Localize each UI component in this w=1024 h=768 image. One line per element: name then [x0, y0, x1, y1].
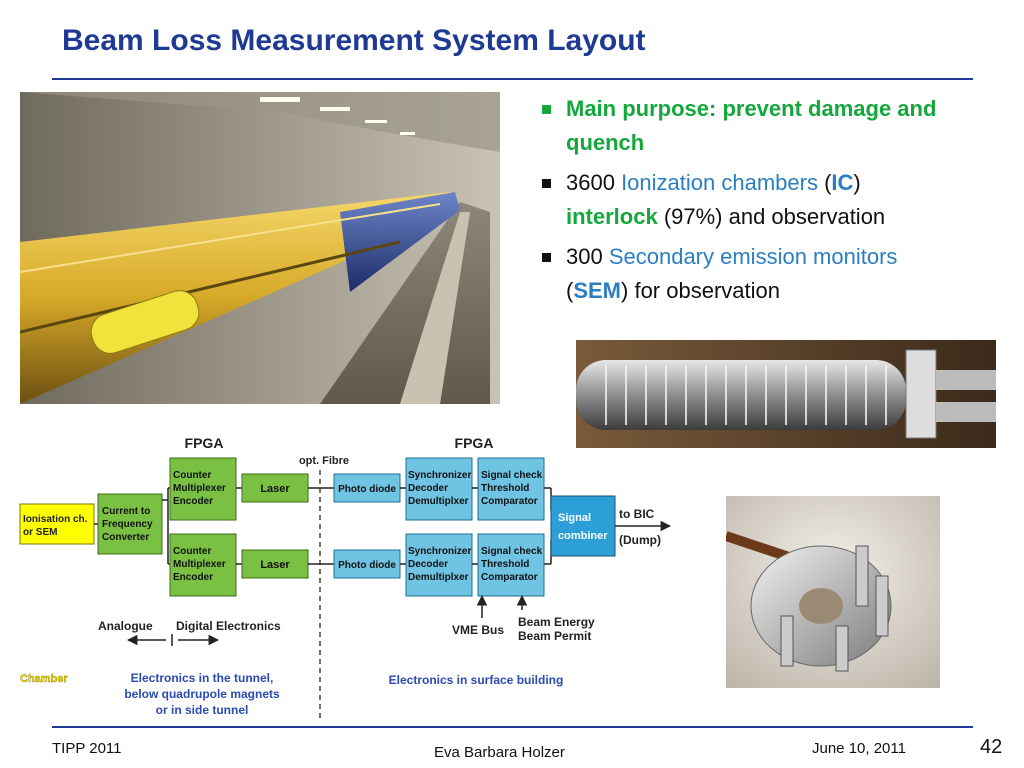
combiner-line2: combiner: [558, 530, 608, 542]
bullet-list: Main purpose: prevent damage and quench …: [540, 92, 1010, 314]
cme-top-line1: Counter: [173, 470, 211, 481]
dump-label: (Dump): [619, 533, 661, 547]
laser-top: Laser: [241, 473, 309, 503]
current-to-frequency-box: Current to Frequency Converter: [97, 493, 163, 555]
footer-date: June 10, 2011: [812, 740, 906, 757]
cfc-line3: Converter: [102, 532, 149, 543]
tunnel-label-line1: Electronics in the tunnel,: [131, 671, 274, 685]
bullet-text: Main purpose: prevent damage and quench: [566, 96, 937, 155]
ionization-chamber-photo: [576, 340, 996, 448]
analogue-label: Analogue: [98, 619, 153, 633]
signal-combiner-box: Signal combiner: [550, 495, 616, 557]
bullet-square-icon: [542, 105, 551, 114]
counter-multiplexer-encoder-top: Counter Multiplexer Encoder: [169, 457, 237, 521]
bullet-square-icon: [542, 179, 551, 188]
ionisation-box-line2: or SEM: [23, 527, 57, 538]
bullet-text-part: 3600: [566, 170, 622, 195]
footer-conference: TIPP 2011: [52, 740, 122, 757]
tunnel-label-line3: or in side tunnel: [156, 703, 249, 717]
laser-top-label: Laser: [260, 483, 290, 495]
laser-bottom: Laser: [241, 549, 309, 579]
page-number: 42: [980, 736, 1003, 758]
bullet-text-highlight: IC: [831, 170, 854, 195]
stc-bottom-line1: Signal check: [481, 546, 543, 557]
bullet-ionization-chambers: 3600 Ionization chambers (IC) interlock (…: [540, 166, 1010, 234]
opt-fibre-label: opt. Fibre: [299, 455, 349, 467]
blm-block-diagram: FPGA FPGA opt. Fibre Ionisation ch. or S…: [18, 428, 678, 729]
footer-author: Eva Barbara Holzer: [434, 744, 565, 761]
vme-bus-label: VME Bus: [452, 623, 504, 637]
chamber-label: Chamber: [20, 673, 68, 685]
beam-energy-label: Beam Energy: [518, 615, 595, 629]
bullet-text-part: (97%) and observation: [657, 204, 886, 229]
surface-label: Electronics in surface building: [389, 673, 564, 687]
stc-bottom-line2: Threshold: [481, 559, 529, 570]
counter-multiplexer-encoder-bottom: Counter Multiplexer Encoder: [169, 533, 237, 597]
fpga-left-label: FPGA: [185, 435, 224, 451]
tunnel-label-line2: below quadrupole magnets: [124, 687, 280, 701]
stc-top-line3: Comparator: [481, 496, 538, 507]
sdd-bottom-line1: Synchronizer: [408, 546, 471, 557]
footer-rule: [52, 726, 973, 728]
bullet-main-purpose: Main purpose: prevent damage and quench: [540, 92, 1010, 160]
secondary-emission-monitor-photo: [726, 496, 940, 688]
cme-top-line2: Multiplexer: [173, 483, 226, 494]
sdd-top-line3: Demultiplxer: [408, 496, 469, 507]
photo-diode-top: Photo diode: [333, 473, 401, 503]
cfc-line1: Current to: [102, 506, 150, 517]
cme-top-line3: Encoder: [173, 496, 213, 507]
bullet-text-part: (: [566, 278, 574, 303]
bullet-text-part: (: [817, 170, 832, 195]
cme-bottom-line3: Encoder: [173, 572, 213, 583]
slide-title: Beam Loss Measurement System Layout: [62, 24, 646, 57]
stc-top-line1: Signal check: [481, 470, 543, 481]
bullet-secondary-emission: 300 Secondary emission monitors (SEM) fo…: [540, 240, 1010, 308]
signal-check-top: Signal check Threshold Comparator: [477, 457, 545, 521]
bullet-text-highlight: SEM: [573, 278, 622, 303]
cme-bottom-line2: Multiplexer: [173, 559, 226, 570]
bullet-text-highlight: interlock: [566, 204, 658, 229]
bullet-text-part: ) for observation: [621, 278, 780, 303]
bullet-text-part: 300: [566, 244, 609, 269]
bullet-text-highlight: Secondary emission monitors: [608, 244, 898, 269]
bullet-text-highlight: Ionization chambers: [621, 170, 818, 195]
photo-diode-bottom-label: Photo diode: [338, 560, 396, 571]
sdd-bottom-line2: Decoder: [408, 559, 448, 570]
sdd-top-line2: Decoder: [408, 483, 448, 494]
title-underline: [52, 78, 973, 80]
fpga-right-label: FPGA: [455, 435, 494, 451]
ionisation-box-line1: Ionisation ch.: [23, 514, 88, 525]
stc-bottom-line3: Comparator: [481, 572, 538, 583]
stc-top-line2: Threshold: [481, 483, 529, 494]
sdd-bottom-line3: Demultiplxer: [408, 572, 469, 583]
laser-bottom-label: Laser: [260, 559, 290, 571]
ionisation-box: Ionisation ch. or SEM: [19, 503, 95, 545]
digital-label: Digital Electronics: [176, 619, 281, 633]
bullet-square-icon: [542, 253, 551, 262]
cfc-line2: Frequency: [102, 519, 153, 530]
lhc-tunnel-photo: [20, 92, 500, 404]
signal-check-bottom: Signal check Threshold Comparator: [477, 533, 545, 597]
combiner-line1: Signal: [558, 512, 591, 524]
synchronizer-decoder-top: Synchronizer Decoder Demultiplxer: [405, 457, 473, 521]
sdd-top-line1: Synchronizer: [408, 470, 471, 481]
cme-bottom-line1: Counter: [173, 546, 211, 557]
photo-diode-bottom: Photo diode: [333, 549, 401, 579]
photo-diode-top-label: Photo diode: [338, 484, 396, 495]
beam-permit-label: Beam Permit: [518, 629, 591, 643]
to-bic-label: to BIC: [619, 507, 655, 521]
synchronizer-decoder-bottom: Synchronizer Decoder Demultiplxer: [405, 533, 473, 597]
bullet-text-part: ): [853, 170, 861, 195]
